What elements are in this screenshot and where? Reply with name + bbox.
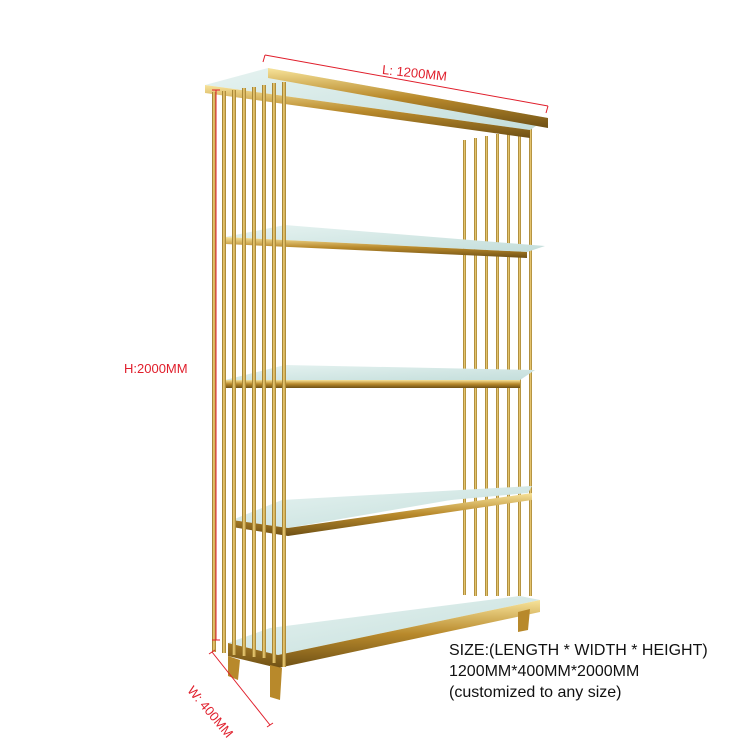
back-rods (463, 128, 532, 596)
size-info: SIZE:(LENGTH * WIDTH * HEIGHT) 1200MM*40… (449, 640, 749, 703)
height-dimension-label: H:2000MM (124, 361, 188, 376)
shelf-3 (225, 365, 535, 388)
shelf-base (228, 596, 540, 700)
size-heading: SIZE:(LENGTH * WIDTH * HEIGHT) (449, 642, 708, 659)
front-rods (212, 82, 286, 667)
size-note: (customized to any size) (449, 684, 622, 701)
dimension-lines (208, 54, 549, 728)
shelf-top (205, 68, 548, 138)
shelf-2 (225, 225, 545, 258)
size-values: 1200MM*400MM*2000MM (449, 663, 640, 680)
